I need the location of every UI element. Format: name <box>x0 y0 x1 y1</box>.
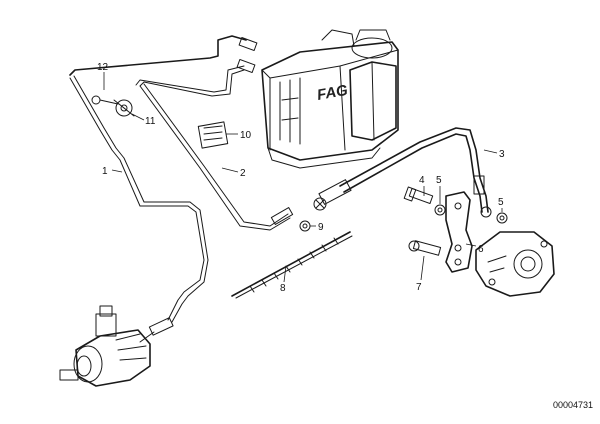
callout-9: 9 <box>318 222 324 233</box>
washer-5-left <box>434 204 446 216</box>
protective-spiral-8 <box>231 231 353 299</box>
brake-cylinder-left <box>59 305 174 387</box>
clip-11 <box>113 99 135 117</box>
document-number: 00004731 <box>553 400 593 410</box>
bolt-12 <box>91 95 119 105</box>
bolt-7 <box>408 240 442 256</box>
callout-4: 4 <box>419 175 425 186</box>
bolt-4 <box>403 186 434 205</box>
callout-11: 11 <box>145 116 156 127</box>
bracket-plate-6 <box>445 191 473 273</box>
callouts: 1 2 3 4 5 5 6 7 8 9 10 11 12 <box>97 62 505 294</box>
callout-8: 8 <box>280 283 286 294</box>
nut-9 <box>299 220 311 232</box>
callout-3: 3 <box>499 149 505 160</box>
brake-caliper <box>475 231 555 297</box>
callout-1: 1 <box>102 166 108 177</box>
callout-12: 12 <box>97 62 109 73</box>
bracket-clip-10 <box>197 121 229 149</box>
line-2-fitting <box>270 207 294 225</box>
hydraulic-unit: FAG <box>261 29 399 169</box>
callout-10: 10 <box>240 130 252 141</box>
brake-line-1 <box>69 35 247 323</box>
washer-5-right <box>496 212 508 224</box>
callout-5-right: 5 <box>498 197 504 208</box>
callout-7: 7 <box>416 282 422 293</box>
callout-5-left: 5 <box>436 175 442 186</box>
unit-brand-label: FAG <box>316 82 350 104</box>
callout-6: 6 <box>478 244 484 255</box>
callout-2: 2 <box>240 168 246 179</box>
leader-lines <box>103 72 503 283</box>
brake-hose-3 <box>313 127 492 218</box>
top-fittings <box>236 37 258 73</box>
brake-line-2 <box>135 65 291 231</box>
